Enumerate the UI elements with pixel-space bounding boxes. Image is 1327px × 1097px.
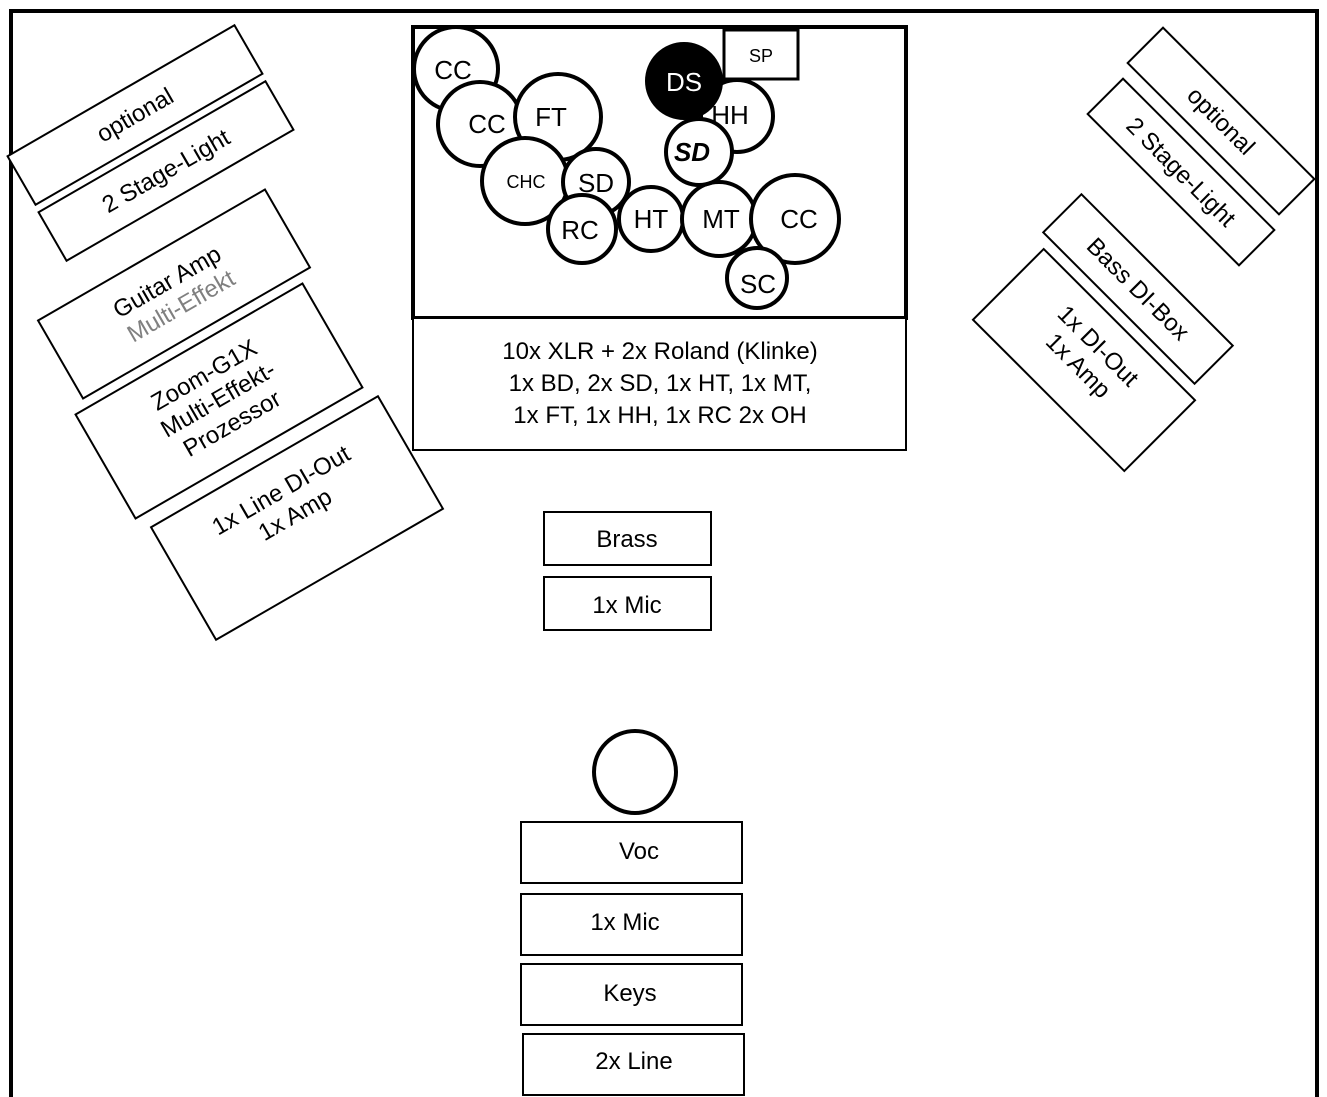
stage-outline (9, 9, 1319, 1097)
left-guitar-amp-box: Guitar Amp Multi-Effekt (36, 188, 312, 400)
svg-text:Keys: Keys (603, 980, 656, 1007)
right-optional-box: optional (1126, 26, 1316, 216)
keys-box: Keys (520, 963, 743, 1026)
brass-box: Brass (543, 511, 712, 566)
drum-info-box: 10x XLR + 2x Roland (Klinke) 1x BD, 2x S… (412, 317, 907, 451)
svg-text:1x Mic: 1x Mic (590, 909, 659, 936)
svg-text:SC: SC (740, 269, 776, 299)
svg-text:DS: DS (666, 67, 702, 97)
vocalist-position (592, 729, 678, 815)
drum-mt: MT (680, 180, 758, 258)
right-di-out-box: 1x DI-Out 1x Amp (971, 247, 1197, 473)
drum-info-line3: 1x FT, 1x HH, 1x RC 2x OH (513, 402, 806, 429)
brass-mic-box: 1x Mic (543, 576, 712, 631)
svg-text:SP: SP (749, 46, 773, 66)
drum-chc: CHC (480, 136, 570, 226)
svg-text:RC: RC (561, 215, 599, 245)
svg-text:CC: CC (468, 109, 506, 139)
drum-info-line1: 10x XLR + 2x Roland (Klinke) (502, 338, 818, 365)
svg-text:2x Line: 2x Line (595, 1048, 672, 1075)
svg-text:MT: MT (702, 204, 740, 234)
voc-box: Voc (520, 821, 743, 884)
svg-text:HT: HT (634, 204, 669, 234)
svg-text:Voc: Voc (619, 838, 659, 865)
drum-sc: SC (725, 246, 789, 310)
svg-text:SD: SD (674, 137, 710, 167)
left-zoom-box: Zoom-G1X Multi-Effekt- Prozessor (74, 282, 364, 520)
svg-text:1x Mic: 1x Mic (592, 592, 661, 619)
svg-text:FT: FT (535, 102, 567, 132)
drum-ht: HT (617, 185, 685, 253)
drum-sp: SP (722, 28, 800, 81)
drum-kit: CC CC FT CHC SD RC HT MT (412, 25, 841, 310)
left-line-di-box: 1x Line DI-Out 1x Amp (149, 394, 445, 642)
svg-text:Brass: Brass (596, 526, 657, 553)
svg-text:CC: CC (434, 55, 472, 85)
drum-rc: RC (546, 193, 618, 265)
drum-ds: DS (645, 42, 723, 120)
left-stage-light-box: 2 Stage-Light (37, 79, 295, 263)
svg-text:CHC: CHC (507, 172, 546, 192)
drum-cc-right: CC (749, 173, 841, 265)
drum-info-line2: 1x BD, 2x SD, 1x HT, 1x MT, (509, 370, 812, 397)
voc-mic-box: 1x Mic (520, 893, 743, 956)
keys-line-box: 2x Line (522, 1033, 745, 1096)
svg-text:SD: SD (578, 168, 614, 198)
drum-sd-right: SD (664, 117, 734, 187)
svg-text:CC: CC (780, 204, 818, 234)
